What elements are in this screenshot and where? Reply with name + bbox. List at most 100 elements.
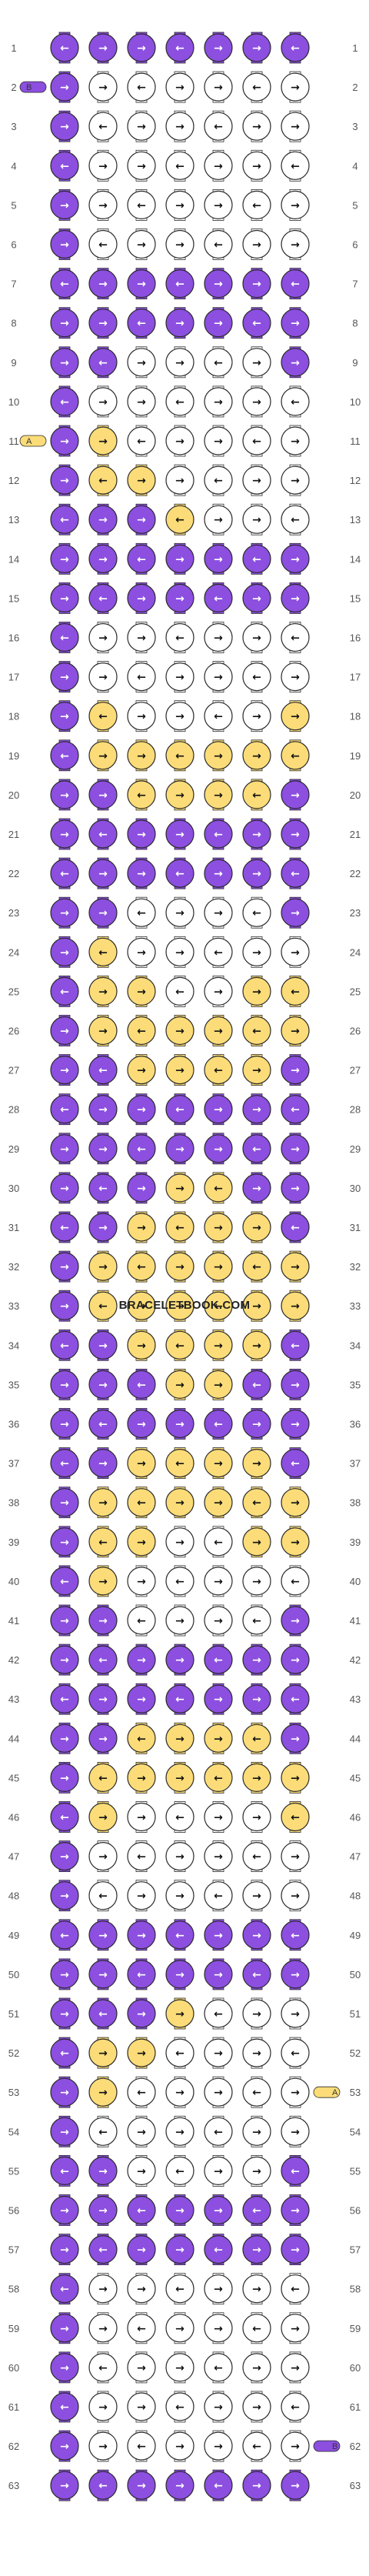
knot: [127, 2353, 156, 2382]
knot: [204, 309, 233, 338]
knot-direction-arrow: ←: [214, 946, 223, 959]
knot-direction-arrow: ←: [60, 986, 69, 998]
knot: [50, 2431, 79, 2461]
knot-direction-arrow: →: [214, 2165, 223, 2177]
knot-direction-arrow: ←: [175, 1340, 184, 1352]
knot: [127, 1802, 156, 1832]
row-number-left: 47: [8, 1851, 19, 1863]
knot-direction-arrow: ←: [252, 672, 261, 684]
knot: [127, 1960, 156, 1989]
knot-direction-arrow: →: [60, 1379, 69, 1391]
knot: [127, 1920, 156, 1950]
knot-direction-arrow: →: [291, 1183, 300, 1195]
knot: [127, 1488, 156, 1517]
knot: [281, 2038, 310, 2067]
row-number-right: 16: [350, 632, 361, 644]
knot: [165, 544, 194, 573]
row-number-left: 44: [8, 1733, 19, 1744]
knot-direction-arrow: →: [60, 121, 69, 133]
row-number-right: 55: [350, 2165, 361, 2177]
knot: [50, 819, 79, 849]
knot: [165, 1842, 194, 1871]
row-number-left: 61: [8, 2401, 19, 2413]
knot-direction-arrow: →: [291, 789, 300, 802]
knot: [127, 2274, 156, 2304]
knot: [88, 2314, 118, 2343]
knot-direction-arrow: ←: [214, 592, 223, 605]
knot: [50, 229, 79, 259]
knot: [127, 1567, 156, 1596]
knot: [50, 741, 79, 770]
knot: [165, 1723, 194, 1753]
knot-direction-arrow: →: [98, 907, 108, 919]
knot: [242, 622, 271, 652]
knot: [204, 112, 233, 141]
knot-direction-arrow: →: [291, 1615, 300, 1627]
knot-direction-arrow: →: [98, 2205, 108, 2217]
knot: [204, 2431, 233, 2461]
knot: [281, 2156, 310, 2185]
knot: [165, 2314, 194, 2343]
knot-direction-arrow: →: [214, 1340, 223, 1352]
knot: [50, 1409, 79, 1439]
knot: [242, 544, 271, 573]
knot: [281, 309, 310, 338]
knot-direction-arrow: ←: [252, 1379, 261, 1391]
knot: [242, 229, 271, 259]
knot: [127, 859, 156, 888]
row-number-left: 31: [8, 1222, 19, 1233]
knot: [204, 72, 233, 102]
knot: [88, 190, 118, 219]
row-number-left: 38: [8, 1497, 19, 1509]
knot: [50, 112, 79, 141]
knot-direction-arrow: →: [175, 82, 184, 94]
knot: [204, 1291, 233, 1320]
knot: [88, 1291, 118, 1320]
knot: [242, 1881, 271, 1910]
knot-direction-arrow: →: [98, 2441, 108, 2453]
knot: [281, 269, 310, 299]
knot: [127, 2195, 156, 2225]
knot: [204, 190, 233, 219]
knot: [50, 426, 79, 455]
knot-direction-arrow: →: [291, 2362, 300, 2374]
knot: [165, 1763, 194, 1792]
knot: [88, 151, 118, 180]
knot: [204, 1488, 233, 1517]
knot: [165, 465, 194, 495]
knot: [242, 1999, 271, 2028]
knot-direction-arrow: →: [98, 632, 108, 645]
knot-direction-arrow: →: [252, 1104, 261, 1116]
knot: [242, 1488, 271, 1517]
knot-direction-arrow: →: [137, 1930, 146, 1942]
knot: [281, 1370, 310, 1400]
knot-direction-arrow: →: [175, 2323, 184, 2335]
knot: [88, 937, 118, 966]
knot: [242, 1842, 271, 1871]
knot-direction-arrow: ←: [252, 1851, 261, 1864]
knot-direction-arrow: ←: [252, 2323, 261, 2335]
knot: [127, 937, 156, 966]
knot-direction-arrow: →: [252, 42, 261, 55]
knot-direction-arrow: →: [252, 2401, 261, 2414]
knot: [127, 1370, 156, 1400]
row-number-right: 50: [350, 1969, 361, 1980]
knot-direction-arrow: ←: [252, 1143, 261, 1156]
knot: [242, 583, 271, 613]
knot: [242, 1960, 271, 1989]
knot: [242, 1567, 271, 1596]
knot-direction-arrow: →: [137, 2284, 146, 2296]
row-number-right: 35: [350, 1379, 361, 1390]
knot: [242, 1330, 271, 1360]
knot: [281, 2431, 310, 2461]
knot-direction-arrow: →: [291, 121, 300, 133]
knot: [281, 819, 310, 849]
knot: [204, 1213, 233, 1242]
row-number-left: 50: [8, 1969, 19, 1980]
knot: [88, 544, 118, 573]
knot: [50, 859, 79, 888]
knot-direction-arrow: →: [98, 160, 108, 172]
knot: [165, 859, 194, 888]
knot: [127, 33, 156, 62]
row-number-left: 34: [8, 1340, 19, 1351]
